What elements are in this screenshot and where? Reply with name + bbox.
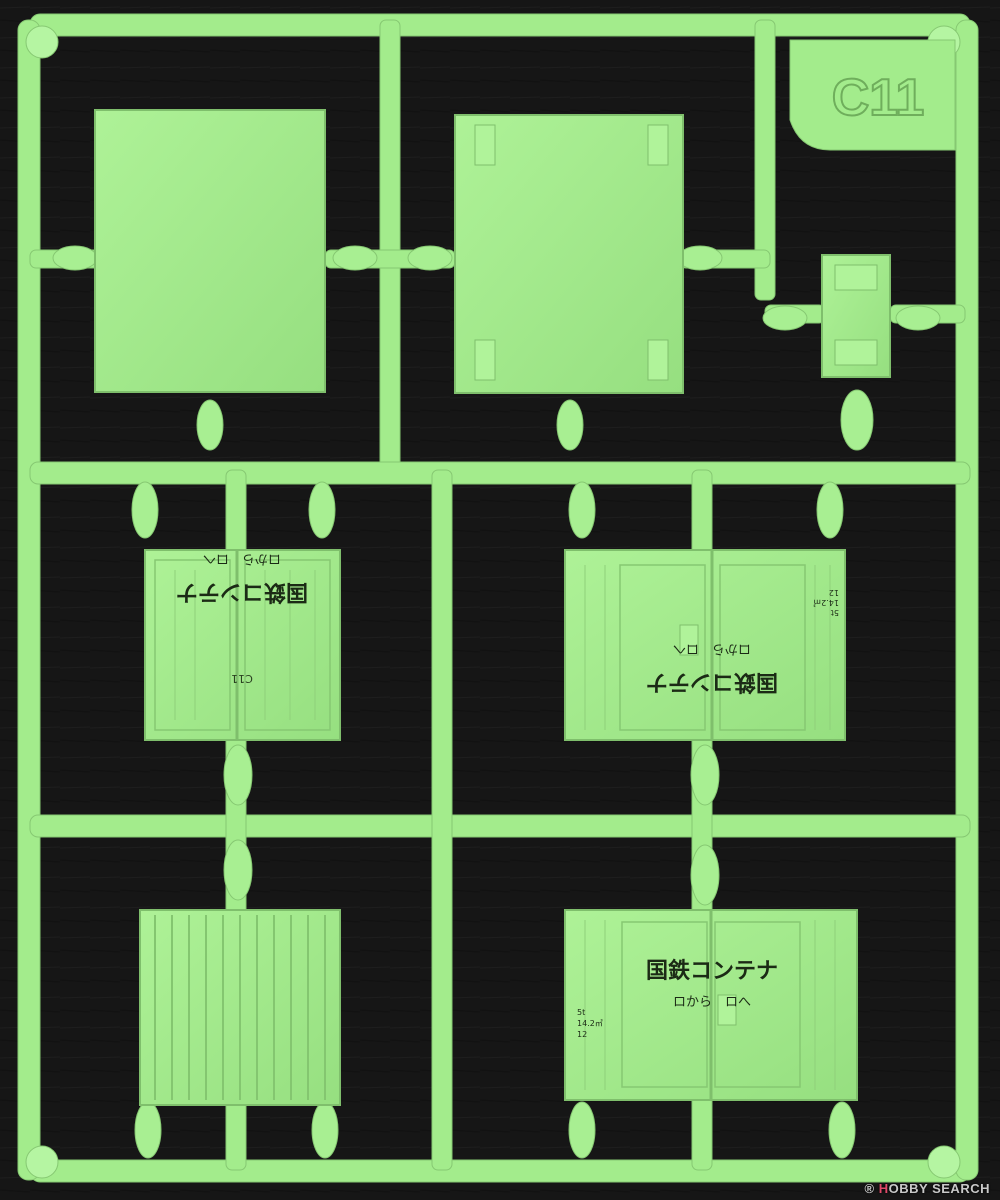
lower-door-spec-3: 12 (577, 1030, 587, 1039)
container-roof-panel (94, 109, 326, 393)
right-door-spec-1: 5t (831, 608, 839, 617)
lower-container-door: 国鉄コンテナ ロから ロへ 5t 14.2㎥ 12 (564, 909, 858, 1101)
lower-door-route: ロから ロへ (673, 995, 751, 1010)
part-code-tag: C11 (789, 39, 956, 151)
small-bracket-part (821, 254, 891, 378)
right-door-spec-2: 14.2㎥ (813, 598, 839, 607)
sprue-frame (17, 13, 979, 1183)
left-container-door: C11 国鉄コンテナ ロから ロへ (144, 549, 341, 741)
right-door-route: ロから ロへ (673, 641, 751, 656)
left-door-route: ロから ロへ (203, 551, 281, 566)
watermark-brand-2: OBBY SEARCH (888, 1181, 990, 1196)
container-floor-panel (454, 114, 684, 394)
left-door-marking: 国鉄コンテナ (176, 579, 308, 605)
right-container-door: 国鉄コンテナ ロから ロへ 5t 14.2㎥ 12 (564, 549, 846, 741)
left-door-code: C11 (231, 672, 253, 685)
right-door-marking: 国鉄コンテナ (646, 669, 778, 695)
watermark-brand-1: H (878, 1181, 889, 1196)
watermark: ® HOBBY SEARCH (865, 1181, 990, 1196)
container-side-panel (139, 909, 341, 1106)
part-code-label: C11 (832, 69, 925, 127)
lower-door-spec-1: 5t (577, 1008, 585, 1017)
registered-mark-icon: ® (864, 1181, 875, 1196)
lower-door-spec-2: 14.2㎥ (577, 1019, 603, 1028)
lower-door-marking: 国鉄コンテナ (646, 958, 778, 984)
right-door-spec-3: 12 (829, 588, 839, 597)
